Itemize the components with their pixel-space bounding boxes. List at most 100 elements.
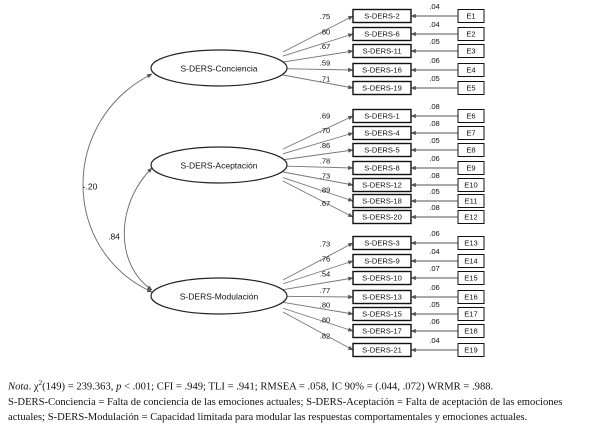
note-definitions: S-DERS-Conciencia = Falta de conciencia … bbox=[8, 396, 563, 423]
error-box bbox=[457, 210, 485, 224]
loading-value: .80 bbox=[320, 301, 331, 310]
error-box bbox=[457, 126, 485, 140]
note-fit-p: p bbox=[116, 381, 122, 393]
loading-path bbox=[282, 33, 354, 57]
item-label: S-DERS-6 bbox=[364, 30, 399, 39]
error-label: E6 bbox=[466, 112, 475, 121]
item-label: S-DERS-12 bbox=[362, 181, 402, 190]
correlation-value: .84 bbox=[108, 231, 120, 241]
loading-value: .78 bbox=[320, 157, 331, 166]
loading-path bbox=[282, 148, 354, 161]
loading-path bbox=[282, 165, 354, 171]
item-label: S-DERS-18 bbox=[362, 197, 402, 206]
factor-label-modulacion: S-DERS-Modulación bbox=[180, 291, 259, 301]
item-box bbox=[352, 235, 412, 251]
item-box bbox=[352, 306, 412, 322]
loading-value: .77 bbox=[320, 286, 331, 295]
loading-value: .69 bbox=[320, 112, 331, 121]
error-value: .08 bbox=[429, 171, 440, 180]
error-box bbox=[457, 143, 485, 157]
item-label: S-DERS-8 bbox=[364, 164, 399, 173]
error-value: .06 bbox=[429, 317, 440, 326]
error-box bbox=[457, 324, 485, 338]
item-label: S-DERS-17 bbox=[362, 327, 402, 336]
loading-path bbox=[282, 242, 354, 281]
correlation-value: -.20 bbox=[83, 181, 98, 191]
error-value: .04 bbox=[429, 247, 440, 256]
error-value: .08 bbox=[429, 203, 440, 212]
loading-value: .86 bbox=[320, 141, 331, 150]
loading-path bbox=[282, 311, 354, 351]
factor-label-conciencia: S-DERS-Conciencia bbox=[181, 63, 258, 73]
item-box bbox=[352, 8, 412, 24]
error-box bbox=[457, 290, 485, 304]
note-lead: Nota bbox=[8, 381, 29, 393]
correlation-arc bbox=[82, 73, 153, 293]
error-box bbox=[457, 236, 485, 250]
error-value: .05 bbox=[429, 74, 440, 83]
item-box bbox=[352, 253, 412, 269]
error-value: .05 bbox=[429, 187, 440, 196]
loading-value: .54 bbox=[320, 269, 331, 278]
error-box bbox=[457, 178, 485, 192]
item-box bbox=[352, 289, 412, 305]
table-note: Nota. χ2(149) = 239.363, p < .001; CFI =… bbox=[8, 376, 580, 425]
loading-path bbox=[282, 177, 354, 202]
error-box bbox=[457, 81, 485, 95]
item-label: S-DERS-13 bbox=[362, 293, 402, 302]
item-label: S-DERS-11 bbox=[362, 47, 401, 56]
item-label: S-DERS-2 bbox=[364, 12, 399, 21]
error-value: .06 bbox=[429, 56, 440, 65]
error-label: E10 bbox=[464, 181, 478, 190]
item-box bbox=[352, 62, 412, 78]
error-label: E16 bbox=[464, 293, 478, 302]
item-box bbox=[352, 26, 412, 42]
loading-path bbox=[282, 276, 354, 291]
error-label: E4 bbox=[466, 66, 475, 75]
item-box bbox=[352, 209, 412, 225]
item-box bbox=[352, 43, 412, 59]
error-box bbox=[457, 343, 485, 357]
item-box bbox=[352, 125, 412, 141]
loading-value: .82 bbox=[320, 331, 331, 340]
error-value: .04 bbox=[429, 20, 440, 29]
loading-value: .76 bbox=[320, 255, 331, 264]
error-value: .04 bbox=[429, 336, 440, 345]
error-box bbox=[457, 109, 485, 123]
error-label: E13 bbox=[464, 239, 478, 248]
item-box bbox=[352, 142, 412, 158]
error-label: E19 bbox=[464, 346, 478, 355]
item-label: S-DERS-9 bbox=[364, 257, 399, 266]
item-label: S-DERS-1 bbox=[364, 112, 399, 121]
item-label: S-DERS-4 bbox=[364, 129, 399, 138]
item-box bbox=[352, 80, 412, 96]
item-box bbox=[352, 270, 412, 286]
error-value: .06 bbox=[429, 283, 440, 292]
error-label: E11 bbox=[465, 197, 478, 206]
error-label: E15 bbox=[464, 274, 478, 283]
error-label: E17 bbox=[464, 310, 478, 319]
item-box bbox=[352, 342, 412, 358]
loading-path bbox=[282, 74, 354, 90]
loading-path bbox=[282, 67, 354, 73]
note-fit-line: Nota. χ2(149) = 239.363, p < .001; CFI =… bbox=[8, 376, 580, 395]
loading-value: .75 bbox=[320, 12, 331, 21]
error-box bbox=[457, 63, 485, 77]
item-box bbox=[352, 160, 412, 176]
item-label: S-DERS-16 bbox=[362, 66, 402, 75]
loading-path bbox=[282, 115, 354, 150]
error-label: E12 bbox=[464, 213, 478, 222]
loading-path bbox=[282, 49, 354, 63]
factor-ellipse-aceptacion bbox=[150, 146, 288, 184]
error-value: .04 bbox=[429, 2, 440, 11]
item-box bbox=[352, 108, 412, 124]
item-label: S-DERS-21 bbox=[362, 346, 402, 355]
note-fit-part: < .001; CFI = .949; TLI = .941; RMSEA = … bbox=[121, 381, 494, 393]
item-label: S-DERS-5 bbox=[364, 146, 399, 155]
item-label: S-DERS-15 bbox=[362, 310, 402, 319]
error-value: .05 bbox=[429, 37, 440, 46]
error-label: E2 bbox=[466, 30, 475, 39]
error-label: E1 bbox=[466, 12, 475, 21]
loading-value: .67 bbox=[320, 199, 331, 208]
factor-label-aceptacion: S-DERS-Aceptación bbox=[180, 160, 257, 170]
